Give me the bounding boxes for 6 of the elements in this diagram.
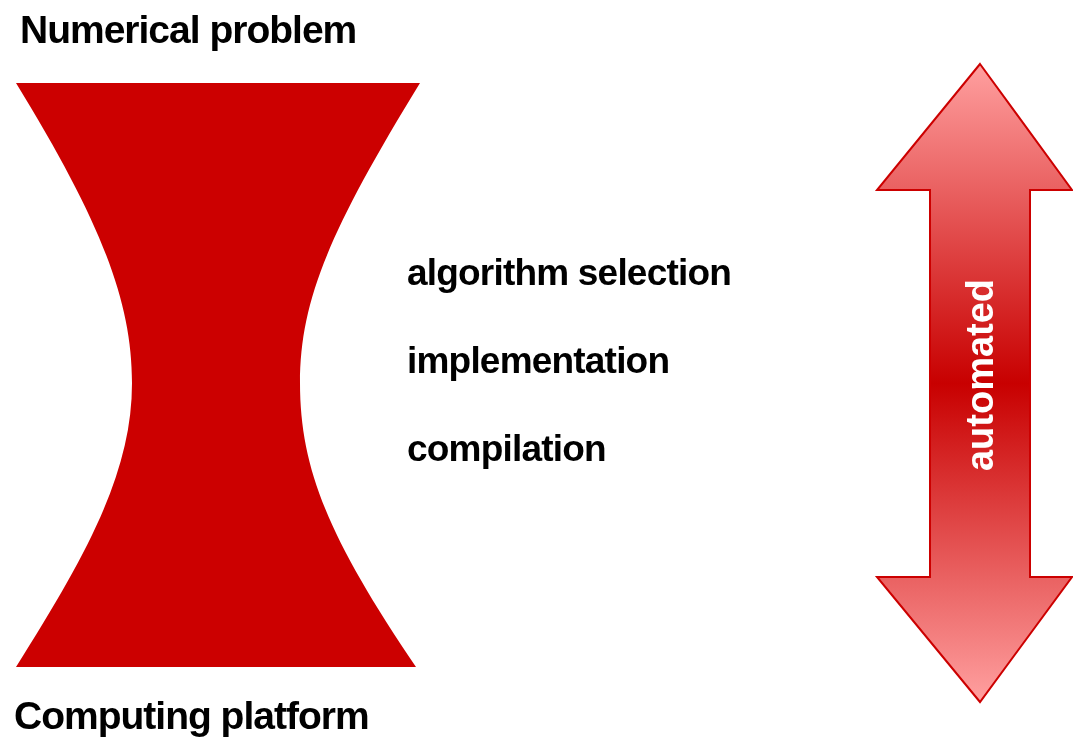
step-label: algorithm selection <box>407 252 732 294</box>
step-label: implementation <box>407 340 670 382</box>
top-heading: Numerical problem <box>20 8 357 52</box>
arrow-label: automated <box>958 278 1002 472</box>
bottom-heading: Computing platform <box>14 694 369 738</box>
step-label: compilation <box>407 428 606 470</box>
